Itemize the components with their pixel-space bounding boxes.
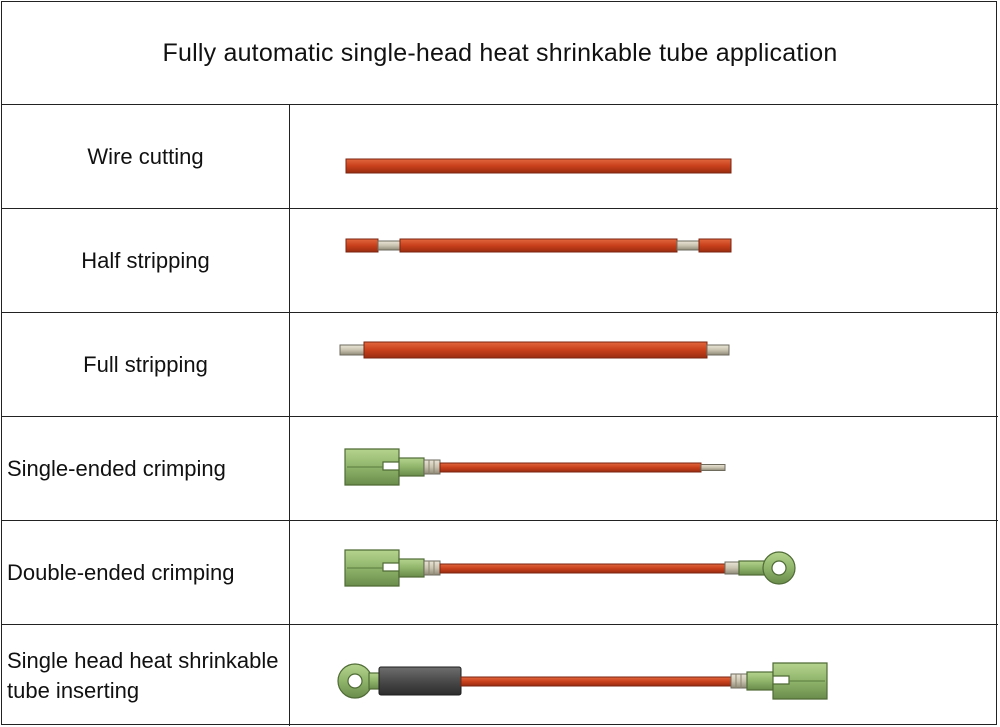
table-row: Half stripping (2, 209, 998, 313)
row-label: Single-ended crimping (2, 417, 290, 520)
ring-terminal (724, 551, 796, 585)
wire-cut-illustration (291, 105, 997, 208)
wire (363, 341, 708, 359)
wire (460, 676, 732, 687)
table-title: Fully automatic single-head heat shrinka… (2, 2, 998, 105)
single-crimp-illustration (291, 417, 997, 520)
ring-terminal (337, 663, 382, 699)
fork-terminal (344, 549, 441, 587)
conductor-right (706, 344, 730, 356)
conductor-left (377, 240, 401, 251)
insulation-slug-right (698, 238, 732, 253)
row-label: Double-ended crimping (2, 521, 290, 624)
table-row: Full stripping (2, 313, 998, 417)
conductor-right (700, 464, 726, 471)
wire (399, 238, 678, 253)
insulation-slug-left (345, 238, 379, 253)
table-row: Double-ended crimping (2, 521, 998, 625)
fork-terminal (344, 448, 441, 486)
table-row: Single-ended crimping (2, 417, 998, 521)
heat-shrink-illustration (291, 625, 997, 726)
row-label: Half stripping (2, 209, 290, 312)
table-row: Single head heat shrinkable tube inserti… (2, 625, 998, 726)
wire (439, 462, 702, 473)
conductor-right (676, 240, 700, 251)
row-label: Full stripping (2, 313, 290, 416)
table-row: Wire cutting (2, 105, 998, 209)
full-strip-illustration (291, 313, 997, 416)
row-label: Wire cutting (2, 105, 290, 208)
wire (439, 563, 726, 574)
row-label: Single head heat shrinkable tube inserti… (2, 625, 290, 726)
wire (345, 158, 732, 174)
heat-shrink-tube (378, 666, 462, 696)
fork-terminal (730, 662, 828, 700)
conductor-left (339, 344, 365, 356)
double-crimp-illustration (291, 521, 997, 624)
half-strip-illustration (291, 209, 997, 312)
